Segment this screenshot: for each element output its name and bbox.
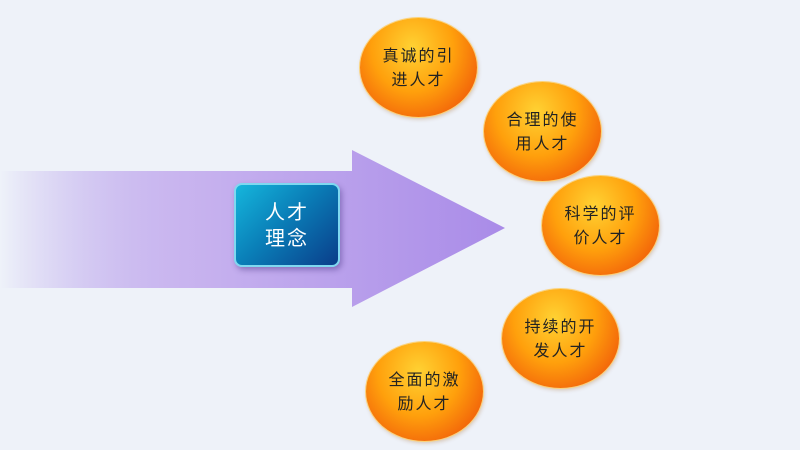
item-develop: 持续的开发人才 [502,289,619,388]
item-label: 合理的使用人才 [506,109,579,153]
item-use: 合理的使用人才 [484,82,601,181]
item-label: 全面的激励人才 [388,369,461,413]
item-evaluate: 科学的评价人才 [542,176,659,275]
item-motivate: 全面的激励人才 [366,342,483,441]
item-label: 科学的评价人才 [564,203,637,247]
item-recruit: 真诚的引进人才 [360,18,477,117]
talent-concept-box: 人才 理念 [234,183,340,267]
center-line2: 理念 [265,226,309,250]
item-label: 持续的开发人才 [524,316,597,360]
center-line1: 人才 [265,200,309,224]
item-label: 真诚的引进人才 [382,45,455,89]
